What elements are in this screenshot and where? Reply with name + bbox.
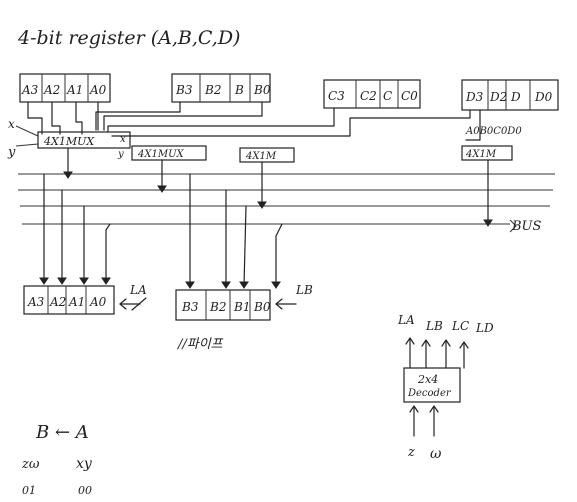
mux-c-label: 4X1M [245, 151, 277, 162]
reg-c-top-cell-0: C0 [401, 89, 418, 103]
reg-b-bottom-cell-2: B2 [209, 300, 226, 314]
reg-b-top-cell-2: B2 [204, 83, 221, 97]
reg-a-bottom-cell-3: A3 [27, 295, 45, 309]
reg-d-output-labels: A0B0C0D0 [465, 126, 522, 137]
decoder-output-ld: LD [475, 321, 494, 335]
reg-a-top-cell-3: A3 [21, 83, 39, 97]
bus-label: BUS [511, 219, 542, 234]
reg-b-top-cell-1: B [234, 83, 244, 97]
select-y-label: y [7, 145, 16, 160]
register-a-top: A3 A2 A1 A0 [19, 73, 111, 103]
reg-a-bottom-cell-0: A0 [89, 295, 107, 309]
decoder-label-size: 2x4 [417, 373, 438, 386]
mux-output-wires [63, 147, 493, 227]
reg-b-bottom-cell-3: B3 [181, 300, 199, 314]
reg-b-top-cell-0: B0 [253, 83, 271, 97]
decoder-label-name: Decoder [407, 388, 452, 399]
register-c-top: C3 C2 C C0 [323, 79, 421, 109]
reg-d-top-cell-0: D0 [534, 90, 553, 104]
bus-lines [18, 173, 555, 233]
mux-b-label: 4X1MUX [137, 149, 185, 160]
transfer-zw-head: zω [21, 457, 40, 472]
decoder-output-la: LA [397, 313, 415, 327]
mux-b: 4X1MUX [131, 145, 207, 161]
reg-b-top-cell-3: B3 [175, 83, 193, 97]
register-b-top: B3 B2 B B0 [171, 73, 271, 103]
reg-c-top-cell-3: C3 [328, 89, 345, 103]
mux-a: 4X1MUX [37, 131, 131, 149]
register-a-bottom: A3 A2 A1 A0 [23, 285, 115, 315]
mux-a-label: 4X1MUX [43, 135, 95, 148]
diagram-title: 4-bit register (A,B,C,D) [17, 27, 240, 49]
mux-c: 4X1M [239, 147, 295, 163]
decoder-block: 2x4 Decoder [403, 367, 461, 403]
load-a-label: LA [129, 283, 147, 297]
mux-d: 4X1M [461, 145, 513, 161]
reg-c-top-cell-1: C [383, 89, 392, 103]
transfer-expression: B ← A [35, 422, 89, 443]
select-x-label: x [8, 117, 15, 131]
register-d-top: D3 D2 D D0 [461, 79, 559, 111]
reg-a-bottom-cell-2: A2 [49, 295, 66, 309]
reg-d-top-cell-2: D2 [489, 90, 507, 104]
korean-note: //파이프 [176, 337, 224, 352]
transfer-zw-value: 01 [22, 484, 36, 497]
select-y2-label: y [117, 149, 124, 160]
decoder-input-z: z [407, 445, 415, 460]
reg-b-bottom-cell-1: B1 [233, 300, 250, 314]
decoder-input-w: ω [430, 446, 442, 462]
transfer-xy-head: xy [76, 456, 93, 472]
load-b-label: LB [295, 283, 313, 297]
mux-d-label: 4X1M [465, 149, 497, 160]
transfer-xy-value: 00 [78, 484, 92, 497]
decoder-output-lb: LB [425, 319, 443, 333]
reg-b-bottom-cell-0: B0 [253, 300, 271, 314]
load-a-arrow [119, 297, 147, 311]
reg-a-top-cell-0: A0 [89, 83, 107, 97]
register-b-bottom: B3 B2 B1 B0 [175, 289, 271, 321]
reg-d-top-cell-1: D [510, 90, 521, 104]
load-b-arrow [275, 298, 297, 310]
reg-c-top-cell-2: C2 [360, 89, 377, 103]
reg-a-top-cell-1: A1 [66, 83, 83, 97]
select-x2-label: x [120, 134, 126, 145]
reg-a-top-cell-2: A2 [43, 83, 60, 97]
reg-a-bottom-cell-1: A1 [68, 295, 85, 309]
bus-to-register-wires [39, 173, 283, 289]
decoder-outputs: LA LB LC LD [397, 313, 494, 369]
decoder-output-lc: LC [451, 319, 469, 333]
reg-d-top-cell-3: D3 [465, 90, 484, 104]
decoder-inputs: z ω [407, 405, 442, 462]
register-output-wires [27, 101, 481, 141]
